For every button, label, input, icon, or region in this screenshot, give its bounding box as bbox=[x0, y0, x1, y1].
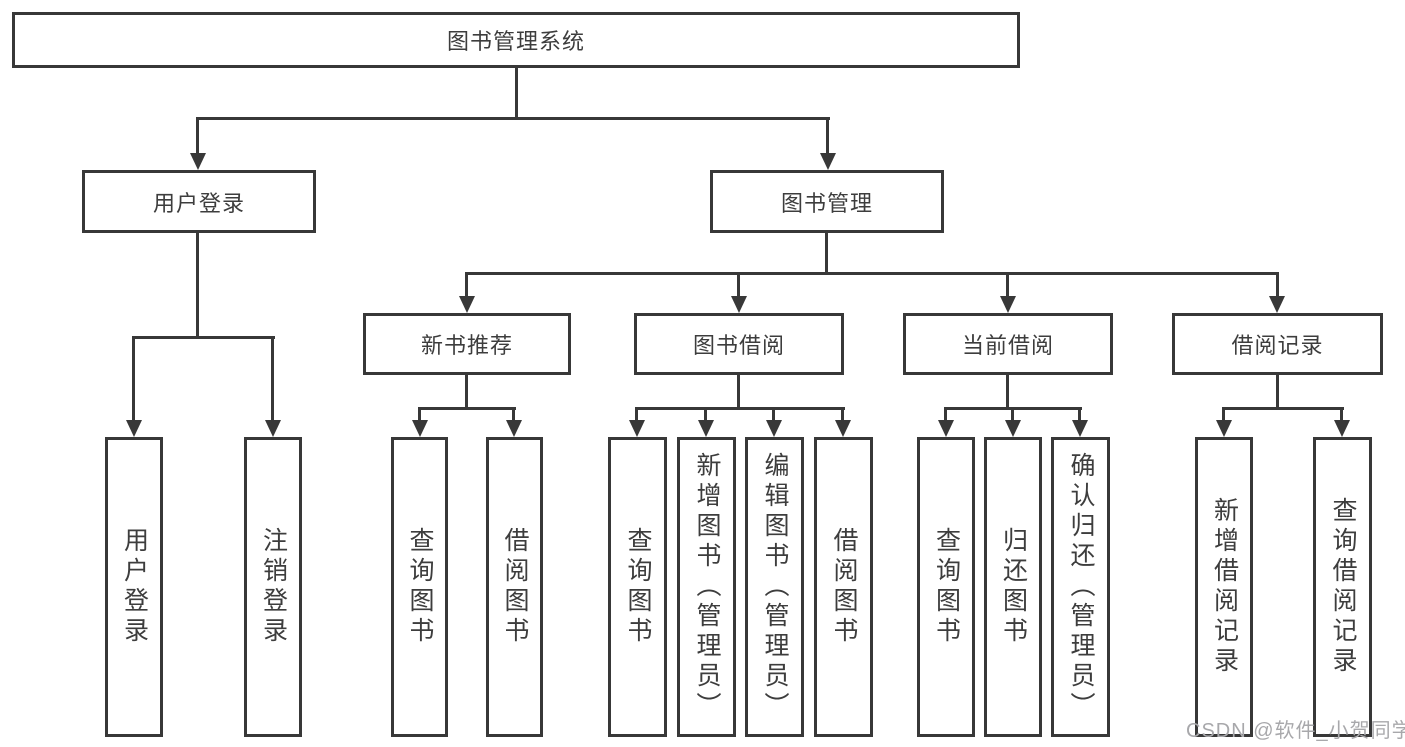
connector-line bbox=[1340, 407, 1343, 424]
leaf-add-borrow-record-label: 新增借阅记录 bbox=[1210, 497, 1239, 677]
leaf-user-login: 用户登录 bbox=[105, 437, 163, 737]
leaf-borrow-books-label: 借阅图书 bbox=[830, 527, 858, 647]
leaf-query-borrow-record-label: 查询借阅记录 bbox=[1329, 497, 1357, 677]
leaf-add-book-admin: 新增图书（管理员） bbox=[677, 437, 736, 737]
arrow-down-icon bbox=[1334, 420, 1350, 437]
arrow-down-icon bbox=[629, 420, 645, 437]
leaf-add-borrow-record: 新增借阅记录 bbox=[1195, 437, 1253, 737]
arrow-down-icon bbox=[265, 420, 281, 437]
connector-line bbox=[944, 407, 947, 424]
connector-line bbox=[737, 272, 740, 299]
connector-line bbox=[1276, 375, 1279, 410]
leaf-logout-label: 注销登录 bbox=[259, 527, 288, 647]
connector-line bbox=[196, 117, 199, 157]
connector-line bbox=[465, 375, 468, 410]
connector-line bbox=[465, 272, 1279, 275]
connector-line bbox=[1078, 407, 1081, 424]
leaf-edit-book-admin-label: 编辑图书（管理员） bbox=[761, 452, 789, 722]
leaf-query-borrow-record: 查询借阅记录 bbox=[1313, 437, 1372, 737]
arrow-down-icon bbox=[1000, 296, 1016, 313]
leaf-edit-book-admin: 编辑图书（管理员） bbox=[745, 437, 804, 737]
arrow-down-icon bbox=[459, 296, 475, 313]
node-new-book-recommend-label: 新书推荐 bbox=[420, 333, 513, 358]
connector-line bbox=[841, 407, 844, 424]
arrow-down-icon bbox=[1269, 296, 1285, 313]
connector-line bbox=[132, 336, 135, 424]
arrow-down-icon bbox=[835, 420, 851, 437]
node-book-management-label: 图书管理 bbox=[780, 190, 873, 216]
connector-line bbox=[635, 407, 638, 424]
leaf-recommend-query-books: 查询图书 bbox=[391, 437, 448, 737]
node-book-management: 图书管理 bbox=[710, 170, 944, 233]
connector-line bbox=[1222, 407, 1344, 410]
connector-line bbox=[196, 117, 830, 120]
connector-line bbox=[1276, 272, 1279, 299]
leaf-current-query-books: 查询图书 bbox=[917, 437, 975, 737]
connector-line bbox=[826, 117, 829, 157]
node-book-borrow: 图书借阅 bbox=[634, 313, 844, 375]
leaf-add-book-admin-label: 新增图书（管理员） bbox=[693, 452, 721, 722]
leaf-borrow-query-books: 查询图书 bbox=[608, 437, 667, 737]
arrow-down-icon bbox=[1072, 420, 1088, 437]
arrow-down-icon bbox=[506, 420, 522, 437]
connector-line bbox=[825, 233, 828, 275]
leaf-return-books: 归还图书 bbox=[984, 437, 1042, 737]
connector-line bbox=[1006, 375, 1009, 410]
connector-line bbox=[418, 407, 516, 410]
leaf-confirm-return-admin-label: 确认归还（管理员） bbox=[1067, 452, 1095, 722]
leaf-confirm-return-admin: 确认归还（管理员） bbox=[1051, 437, 1110, 737]
arrow-down-icon bbox=[1216, 420, 1232, 437]
leaf-recommend-borrow-books-label: 借阅图书 bbox=[501, 527, 529, 647]
node-current-borrow: 当前借阅 bbox=[903, 313, 1113, 375]
arrow-down-icon bbox=[412, 420, 428, 437]
arrow-down-icon bbox=[731, 296, 747, 313]
leaf-user-login-label: 用户登录 bbox=[120, 527, 149, 647]
connector-line bbox=[635, 407, 845, 410]
connector-line bbox=[132, 336, 275, 339]
connector-line bbox=[465, 272, 468, 299]
connector-line bbox=[512, 407, 515, 424]
node-current-borrow-label: 当前借阅 bbox=[961, 333, 1054, 358]
arrow-down-icon bbox=[820, 153, 836, 170]
leaf-recommend-borrow-books: 借阅图书 bbox=[486, 437, 543, 737]
arrow-down-icon bbox=[766, 420, 782, 437]
connector-line bbox=[196, 233, 199, 339]
node-book-borrow-label: 图书借阅 bbox=[692, 333, 785, 358]
leaf-return-books-label: 归还图书 bbox=[999, 527, 1028, 647]
node-user-login: 用户登录 bbox=[82, 170, 316, 233]
connector-line bbox=[418, 407, 421, 424]
connector-line bbox=[1011, 407, 1014, 424]
connector-line bbox=[1006, 272, 1009, 299]
leaf-recommend-query-books-label: 查询图书 bbox=[406, 527, 434, 647]
leaf-borrow-query-books-label: 查询图书 bbox=[624, 527, 652, 647]
arrow-down-icon bbox=[698, 420, 714, 437]
node-borrow-records-label: 借阅记录 bbox=[1231, 333, 1324, 358]
connector-line bbox=[1222, 407, 1225, 424]
arrow-down-icon bbox=[190, 153, 206, 170]
connector-line bbox=[704, 407, 707, 424]
node-root-label: 图书管理系统 bbox=[446, 29, 585, 54]
arrow-down-icon bbox=[938, 420, 954, 437]
connector-line bbox=[737, 375, 740, 410]
connector-line bbox=[772, 407, 775, 424]
leaf-borrow-books: 借阅图书 bbox=[814, 437, 873, 737]
node-new-book-recommend: 新书推荐 bbox=[363, 313, 571, 375]
node-borrow-records: 借阅记录 bbox=[1172, 313, 1383, 375]
node-root: 图书管理系统 bbox=[12, 12, 1020, 68]
arrow-down-icon bbox=[1005, 420, 1021, 437]
connector-line bbox=[515, 68, 518, 120]
leaf-logout: 注销登录 bbox=[244, 437, 302, 737]
node-user-login-label: 用户登录 bbox=[152, 190, 245, 216]
leaf-current-query-books-label: 查询图书 bbox=[932, 527, 961, 647]
arrow-down-icon bbox=[126, 420, 142, 437]
connector-line bbox=[271, 336, 274, 424]
csdn-watermark: CSDN @软件_小贺同学 bbox=[1186, 720, 1405, 742]
